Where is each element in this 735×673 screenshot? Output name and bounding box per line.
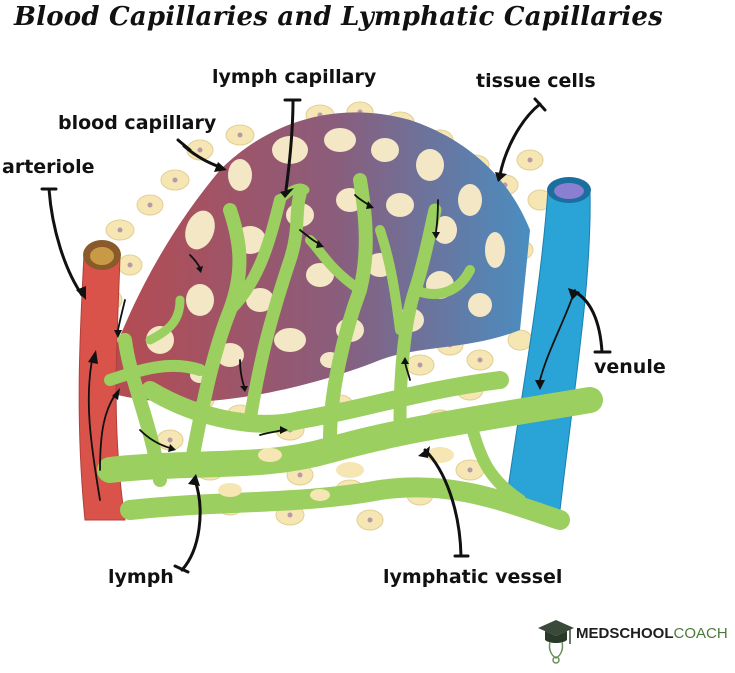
pointer-lines [40, 97, 612, 574]
label-blood-capillary: blood capillary [58, 112, 217, 134]
label-lymph: lymph [108, 566, 174, 588]
label-venule: venule [594, 356, 666, 378]
label-tissue-cells: tissue cells [476, 70, 596, 92]
flow-arrowheads [88, 201, 545, 452]
label-lymph-capillary: lymph capillary [212, 66, 377, 88]
blood-capillary-bed [100, 112, 530, 402]
lymphatic-gaps [218, 447, 454, 501]
brand-wordmark: MEDSCHOOLCOACH [576, 625, 728, 642]
label-arteriole: arteriole [2, 156, 95, 178]
label-lymphatic-vessel: lymphatic vessel [383, 566, 563, 588]
brand-wordmark-part1: MEDSCHOOL [576, 625, 674, 642]
arteriole-vessel [78, 240, 126, 521]
graduation-cap-logo-icon [538, 620, 574, 664]
brand-wordmark-part2: COACH [673, 625, 728, 642]
lymphatic-network [97, 173, 603, 530]
diagram-title: Blood Capillaries and Lymphatic Capillar… [14, 2, 663, 32]
pointer-arrowheads [76, 162, 580, 486]
